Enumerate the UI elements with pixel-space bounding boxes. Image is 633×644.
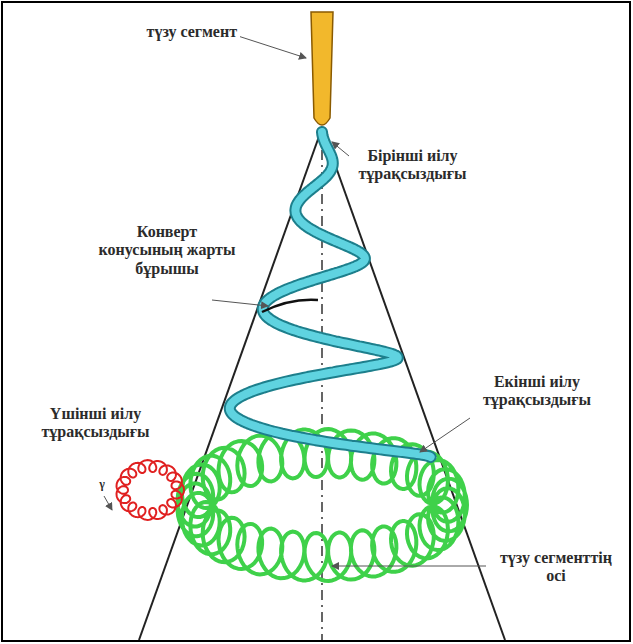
red-coil bbox=[117, 460, 185, 520]
annotation-label: түзу сегмент bbox=[140, 22, 240, 42]
leader-line bbox=[332, 566, 486, 567]
leader-line bbox=[104, 496, 112, 510]
annotation-label: Бірінші иілу тұрақсыздығы bbox=[350, 146, 475, 185]
straight-segment bbox=[311, 12, 333, 125]
leader-line bbox=[420, 418, 470, 452]
leader-line bbox=[212, 300, 268, 306]
annotation-label: Конверт конусының жарты бұрышы bbox=[92, 222, 242, 279]
leader-line bbox=[332, 142, 349, 156]
annotation-label: Екінші иілу тұрақсыздығы bbox=[462, 372, 612, 411]
coil-stroke bbox=[117, 460, 185, 520]
axis-line bbox=[321, 128, 323, 640]
annotation-label: түзу сегменттің осі bbox=[487, 548, 625, 587]
angle-arc bbox=[262, 300, 318, 312]
symbol-label: γ bbox=[94, 478, 110, 492]
leader-line bbox=[238, 36, 306, 58]
annotation-label: Үшінші иілу тұрақсыздығы bbox=[8, 404, 183, 443]
